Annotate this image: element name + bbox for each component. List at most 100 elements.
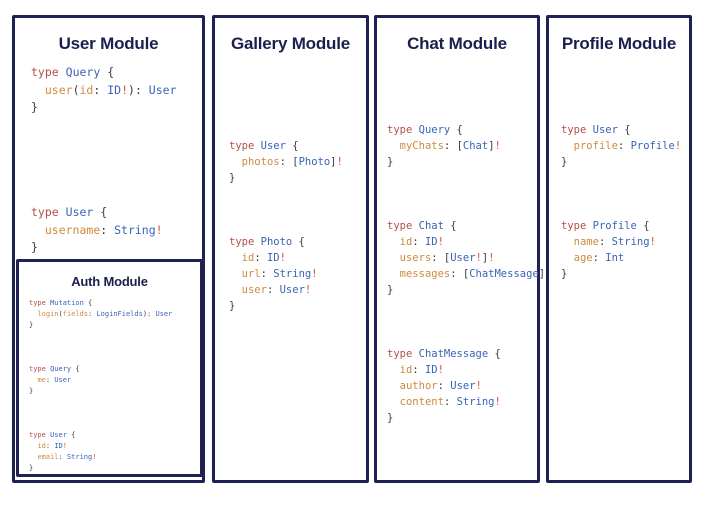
schema-token-punct: : (88, 310, 97, 318)
schema-token-punct (229, 268, 242, 280)
schema-token-punct (387, 140, 400, 152)
schema-token-bang: ! (62, 442, 67, 450)
schema-token-kw: type (561, 124, 587, 136)
schema-token-type: Chat (462, 140, 489, 152)
schema-token-bang: ! (155, 222, 163, 237)
schema-token-type: ID (424, 236, 438, 248)
schema-line: name: String! (561, 234, 689, 250)
schema-line: type Query { (29, 364, 200, 375)
schema-token-punct: : (437, 380, 451, 392)
schema-token-punct (387, 268, 400, 280)
module-card-auth[interactable]: Auth Module type Mutation { login(fields… (16, 259, 203, 477)
module-card-profile[interactable]: Profile Module type User { profile: Prof… (546, 15, 692, 483)
schema-token-type: ID (424, 364, 438, 376)
schema-token-punct: } (29, 387, 34, 395)
schema-line: profile: Profile! (561, 138, 689, 154)
schema-token-type: ID (54, 442, 63, 450)
schema-token-punct: : (45, 376, 55, 384)
schema-line: author: User! (387, 378, 537, 394)
module-card-gallery[interactable]: Gallery Module type User { photos: [Phot… (212, 15, 369, 483)
schema-line: } (229, 298, 366, 314)
schema-line (387, 186, 537, 202)
schema-token-punct (561, 252, 574, 264)
module-card-user[interactable]: User Module type Query { user(id: ID!): … (12, 15, 205, 483)
schema-token-punct: : (254, 252, 267, 264)
module-title-auth: Auth Module (71, 274, 148, 289)
schema-token-field: author (399, 380, 438, 392)
schema-token-punct: ): (128, 82, 149, 97)
schema-block-gap (387, 170, 537, 186)
schema-token-punct: { (617, 124, 631, 136)
schema-block-gap (229, 186, 366, 202)
schema-block-gap (29, 419, 200, 430)
schema-token-punct (59, 65, 66, 79)
schema-block-gap (229, 218, 366, 234)
schema-token-punct: } (561, 156, 568, 168)
schema-token-field: photos (241, 156, 280, 168)
schema-token-kw: type (29, 431, 46, 439)
schema-code-user: type Query { user(id: ID!): User} type U… (15, 54, 202, 257)
schema-line: } (561, 154, 689, 170)
schema-line: age: Int (561, 250, 689, 266)
schema-token-punct: : (598, 236, 612, 248)
schema-code-gallery: type User { photos: [Photo]!} type Photo… (215, 54, 366, 314)
schema-token-type: LoginFields (96, 310, 143, 318)
schema-token-punct: } (229, 300, 236, 312)
schema-token-punct: : (592, 252, 606, 264)
schema-token-type: User (50, 431, 67, 439)
schema-line: type Profile { (561, 218, 689, 234)
schema-code-profile: type User { profile: Profile!} type Prof… (549, 54, 689, 282)
module-card-chat[interactable]: Chat Module type Query { myChats: [Chat]… (374, 15, 551, 483)
schema-token-type: User (592, 124, 618, 136)
schema-token-type: User (450, 252, 476, 264)
schema-token-bang: ! (279, 252, 286, 264)
schema-token-punct: { (285, 140, 299, 152)
schema-token-kw: type (31, 205, 59, 219)
schema-token-type: User (155, 310, 173, 318)
schema-line: url: String! (229, 266, 366, 282)
schema-token-punct: } (29, 321, 34, 329)
schema-line: } (31, 239, 202, 257)
schema-block-gap (29, 397, 200, 408)
schema-token-punct: : (617, 140, 631, 152)
schema-token-punct (387, 396, 400, 408)
schema-token-type: Mutation (50, 299, 84, 307)
schema-line: id: ID! (387, 362, 537, 378)
schema-token-type: ChatMessage (418, 348, 489, 360)
schema-token-field: email (37, 453, 59, 461)
schema-line: type User { (561, 122, 689, 138)
schema-token-type: User (148, 82, 177, 97)
schema-block-gap (31, 152, 202, 170)
schema-token-type: String (456, 396, 495, 408)
schema-line: login(fields: LoginFields): User (29, 309, 200, 320)
schema-line: type User { (229, 138, 366, 154)
schema-token-punct: : (100, 222, 115, 237)
schema-line: } (229, 170, 366, 186)
schema-token-bang: ! (475, 380, 482, 392)
schema-token-field: username (44, 222, 101, 237)
schema-line (29, 408, 200, 419)
schema-line: users: [User!]! (387, 250, 537, 266)
schema-line: user(id: ID!): User (31, 82, 202, 100)
schema-token-punct: ] (488, 140, 495, 152)
schema-token-punct: : (412, 236, 425, 248)
schema-code-chat: type Query { myChats: [Chat]!} type Chat… (377, 54, 551, 426)
schema-token-punct: { (71, 365, 80, 373)
schema-token-kw: type (31, 65, 59, 79)
schema-line: } (31, 99, 202, 117)
schema-token-punct: : (45, 442, 55, 450)
schema-token-punct: } (31, 240, 38, 254)
schema-token-type: Photo (260, 236, 293, 248)
schema-token-punct: } (29, 464, 34, 472)
schema-token-punct: : [ (450, 268, 470, 280)
schema-token-field: me (37, 376, 46, 384)
schema-line: } (29, 463, 200, 474)
schema-token-bang: ! (437, 236, 444, 248)
schema-token-type: User (260, 140, 286, 152)
schema-line: } (387, 282, 537, 298)
schema-token-punct (229, 252, 242, 264)
schema-line: } (29, 386, 200, 397)
schema-token-punct: : (266, 284, 280, 296)
schema-token-field: profile (573, 140, 618, 152)
